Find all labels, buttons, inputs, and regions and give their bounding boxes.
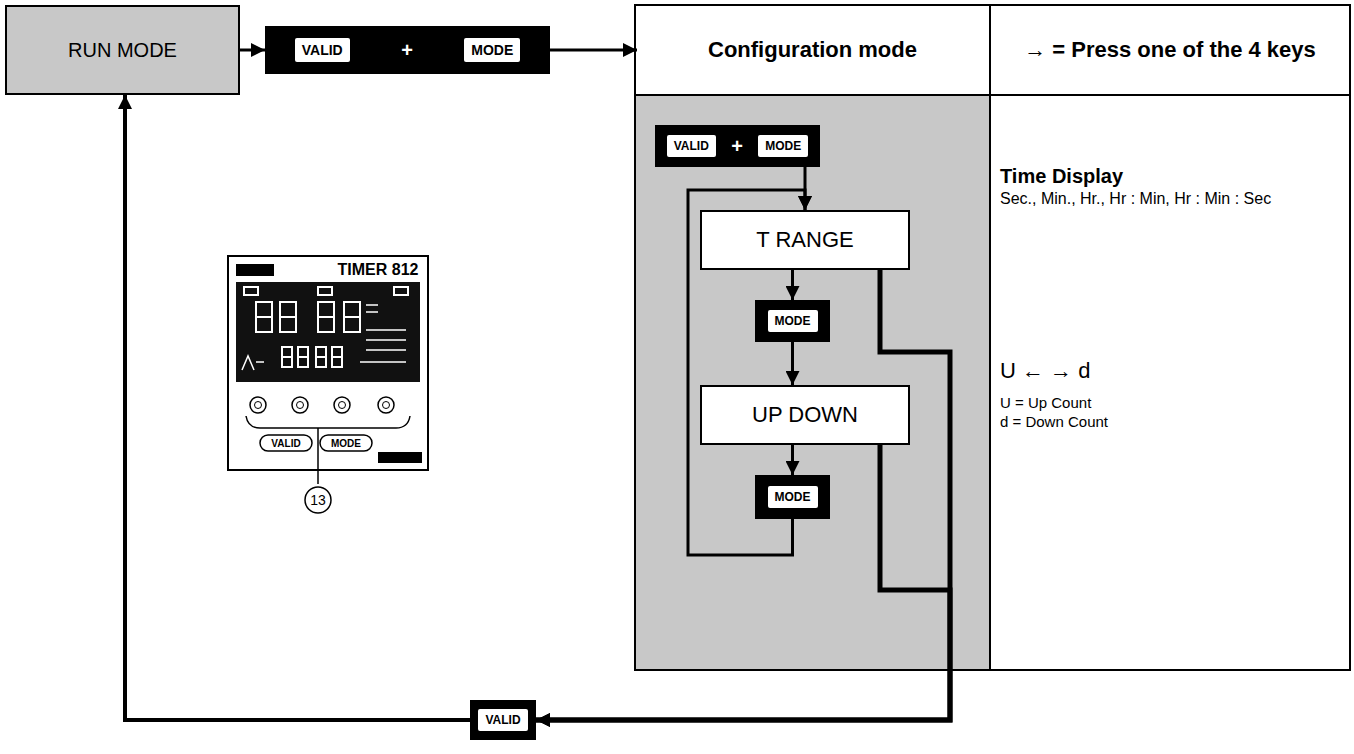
key-label: VALID [478, 709, 527, 731]
plus-sign: + [731, 135, 743, 158]
lcd-small-digits [282, 347, 342, 367]
key-button [383, 402, 390, 409]
flow-arrow [536, 270, 950, 720]
box-text: Sec., Min., Hr., Hr : Min, Hr : Min : Se… [1000, 190, 1271, 208]
mode-box: T RANGE [700, 210, 910, 270]
flow-arrow [791, 445, 794, 475]
table-header: Configuration mode [637, 7, 988, 93]
callout-number: 13 [310, 492, 326, 508]
lcd-screen [236, 282, 420, 382]
box-text: RUN MODE [68, 39, 177, 62]
lcd-indicators [360, 305, 406, 362]
lcd-digits [256, 302, 360, 332]
lcd-segments [242, 287, 408, 370]
flow-arrow [125, 95, 470, 720]
table-rule [635, 94, 1350, 96]
table-border [635, 5, 1350, 670]
key-button [378, 397, 394, 413]
brand-logo [378, 452, 422, 463]
callout-circle [305, 487, 331, 513]
key-group: MODE [755, 300, 830, 342]
lcd-icon [318, 287, 332, 295]
flow-arrow [536, 445, 950, 720]
config-panel [635, 95, 990, 670]
timer-device [228, 256, 428, 513]
box-text: T RANGE [756, 227, 853, 253]
box-text: Time Display [1000, 165, 1123, 188]
key-label: VALID [667, 135, 716, 157]
lcd-arrow [242, 356, 264, 370]
key-group: MODE [755, 475, 830, 519]
table-header: → = Press one of the 4 keys [992, 7, 1348, 93]
key-button [250, 397, 266, 413]
device-label: VALID [271, 438, 300, 449]
key-label: VALID [295, 38, 350, 62]
table-rule [989, 5, 991, 670]
box-text: U ← → d [1000, 358, 1090, 384]
key-label: MODE [768, 310, 818, 332]
key-button [255, 402, 262, 409]
lcd-icon [394, 287, 408, 295]
key-button [292, 397, 308, 413]
flow-arrow [791, 270, 794, 300]
device-housing [228, 256, 428, 470]
box-text: U = Up Count [1000, 394, 1091, 411]
flow-arrow [550, 49, 637, 52]
key-label: MODE [464, 38, 520, 62]
key-bracket [246, 416, 410, 428]
description-cell [990, 95, 1350, 670]
key-button [297, 402, 304, 409]
box-text: Configuration mode [708, 37, 917, 63]
key-group: VALID + MODE [655, 125, 820, 167]
key-button [334, 397, 350, 413]
key-label-oval [320, 435, 372, 451]
key-label: MODE [768, 486, 818, 508]
key-label-oval [260, 435, 312, 451]
key-button [339, 402, 346, 409]
box-text: → = Press one of the 4 keys [1024, 37, 1316, 63]
box-text: UP DOWN [752, 402, 858, 428]
plus-sign: + [401, 39, 413, 62]
box-text: d = Down Count [1000, 413, 1108, 430]
brand-logo [236, 264, 274, 276]
lcd-icon [244, 287, 258, 295]
mode-box: UP DOWN [700, 385, 910, 445]
key-label: MODE [758, 135, 808, 157]
flow-arrow [240, 49, 265, 52]
device-label: MODE [331, 438, 361, 449]
flow-arrow [791, 342, 794, 385]
mode-box: RUN MODE [5, 5, 240, 95]
leader-line [317, 428, 319, 484]
key-group: VALID + MODE [265, 26, 550, 74]
key-group: VALID [470, 700, 536, 740]
table-cell: Time DisplaySec., Min., Hr., Hr : Min, H… [1000, 165, 1340, 465]
device-label: TIMER 812 [338, 261, 419, 279]
